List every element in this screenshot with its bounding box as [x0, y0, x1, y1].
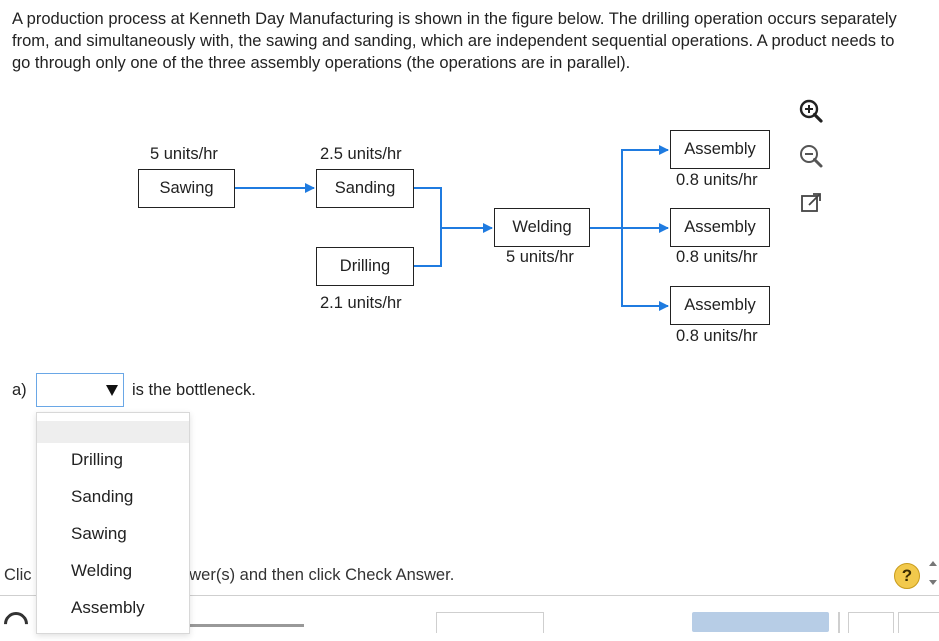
connector-drilling: [414, 228, 442, 267]
sanding-box: Sanding: [316, 169, 414, 208]
assembly-rate-3: 0.8 units/hr: [676, 327, 758, 345]
sawing-rate: 5 units/hr: [150, 145, 218, 163]
scroll-arrows-icon[interactable]: [928, 558, 938, 588]
process-flow-diagram: 5 units/hr Sawing 2.5 units/hr Sanding D…: [138, 130, 770, 345]
help-icon[interactable]: ?: [894, 563, 920, 589]
zoom-in-icon[interactable]: [796, 96, 826, 126]
progress-ring-icon: [0, 607, 33, 641]
footer-divider: [0, 595, 939, 596]
sawing-box: Sawing: [138, 169, 235, 208]
footer-bar: [190, 624, 304, 627]
zoom-out-icon[interactable]: [796, 141, 826, 171]
dropdown-option-sawing[interactable]: Sawing: [71, 524, 127, 543]
drilling-box: Drilling: [316, 247, 414, 286]
assembly-box-2: Assembly: [670, 208, 770, 247]
bottleneck-dropdown-menu: Drilling Sanding Sawing Welding Assembly: [36, 412, 190, 634]
sanding-rate: 2.5 units/hr: [320, 145, 402, 163]
question-label: a): [12, 381, 27, 399]
instruction-suffix: swer(s) and then click Check Answer.: [181, 566, 455, 584]
flow-connectors: [235, 145, 669, 311]
welding-box: Welding: [494, 208, 590, 247]
pop-out-icon[interactable]: [796, 188, 826, 218]
footer-button-small[interactable]: [848, 612, 894, 633]
assembly-rate-2: 0.8 units/hr: [676, 248, 758, 266]
arrow-to-assembly-3: [621, 228, 669, 311]
assembly-rate-1: 0.8 units/hr: [676, 171, 758, 189]
footer-button[interactable]: [436, 612, 544, 633]
instruction-text: Clic swer(s) and then click Check Answer…: [4, 566, 454, 585]
problem-statement: A production process at Kenneth Day Manu…: [12, 10, 897, 72]
question-text: is the bottleneck.: [132, 381, 256, 399]
assembly-box-3: Assembly: [670, 286, 770, 325]
instruction-prefix: Clic: [4, 566, 32, 584]
dropdown-option-sanding[interactable]: Sanding: [71, 487, 134, 506]
assembly-box-1: Assembly: [670, 130, 770, 169]
dropdown-option-drilling[interactable]: Drilling: [71, 450, 123, 469]
footer-button-small-2[interactable]: [898, 612, 939, 633]
check-answer-button[interactable]: [692, 612, 829, 632]
dropdown-option-welding[interactable]: Welding: [71, 561, 133, 580]
drilling-rate: 2.1 units/hr: [320, 294, 402, 312]
welding-rate: 5 units/hr: [506, 248, 574, 266]
footer-separator: [838, 612, 840, 633]
arrow-to-assembly-1: [621, 145, 669, 228]
connector-sanding: [414, 187, 442, 228]
dropdown-option-blank[interactable]: [37, 421, 189, 443]
dropdown-option-assembly[interactable]: Assembly: [71, 598, 145, 617]
bottleneck-select[interactable]: [36, 373, 124, 407]
dropdown-arrow-icon[interactable]: [106, 385, 118, 396]
